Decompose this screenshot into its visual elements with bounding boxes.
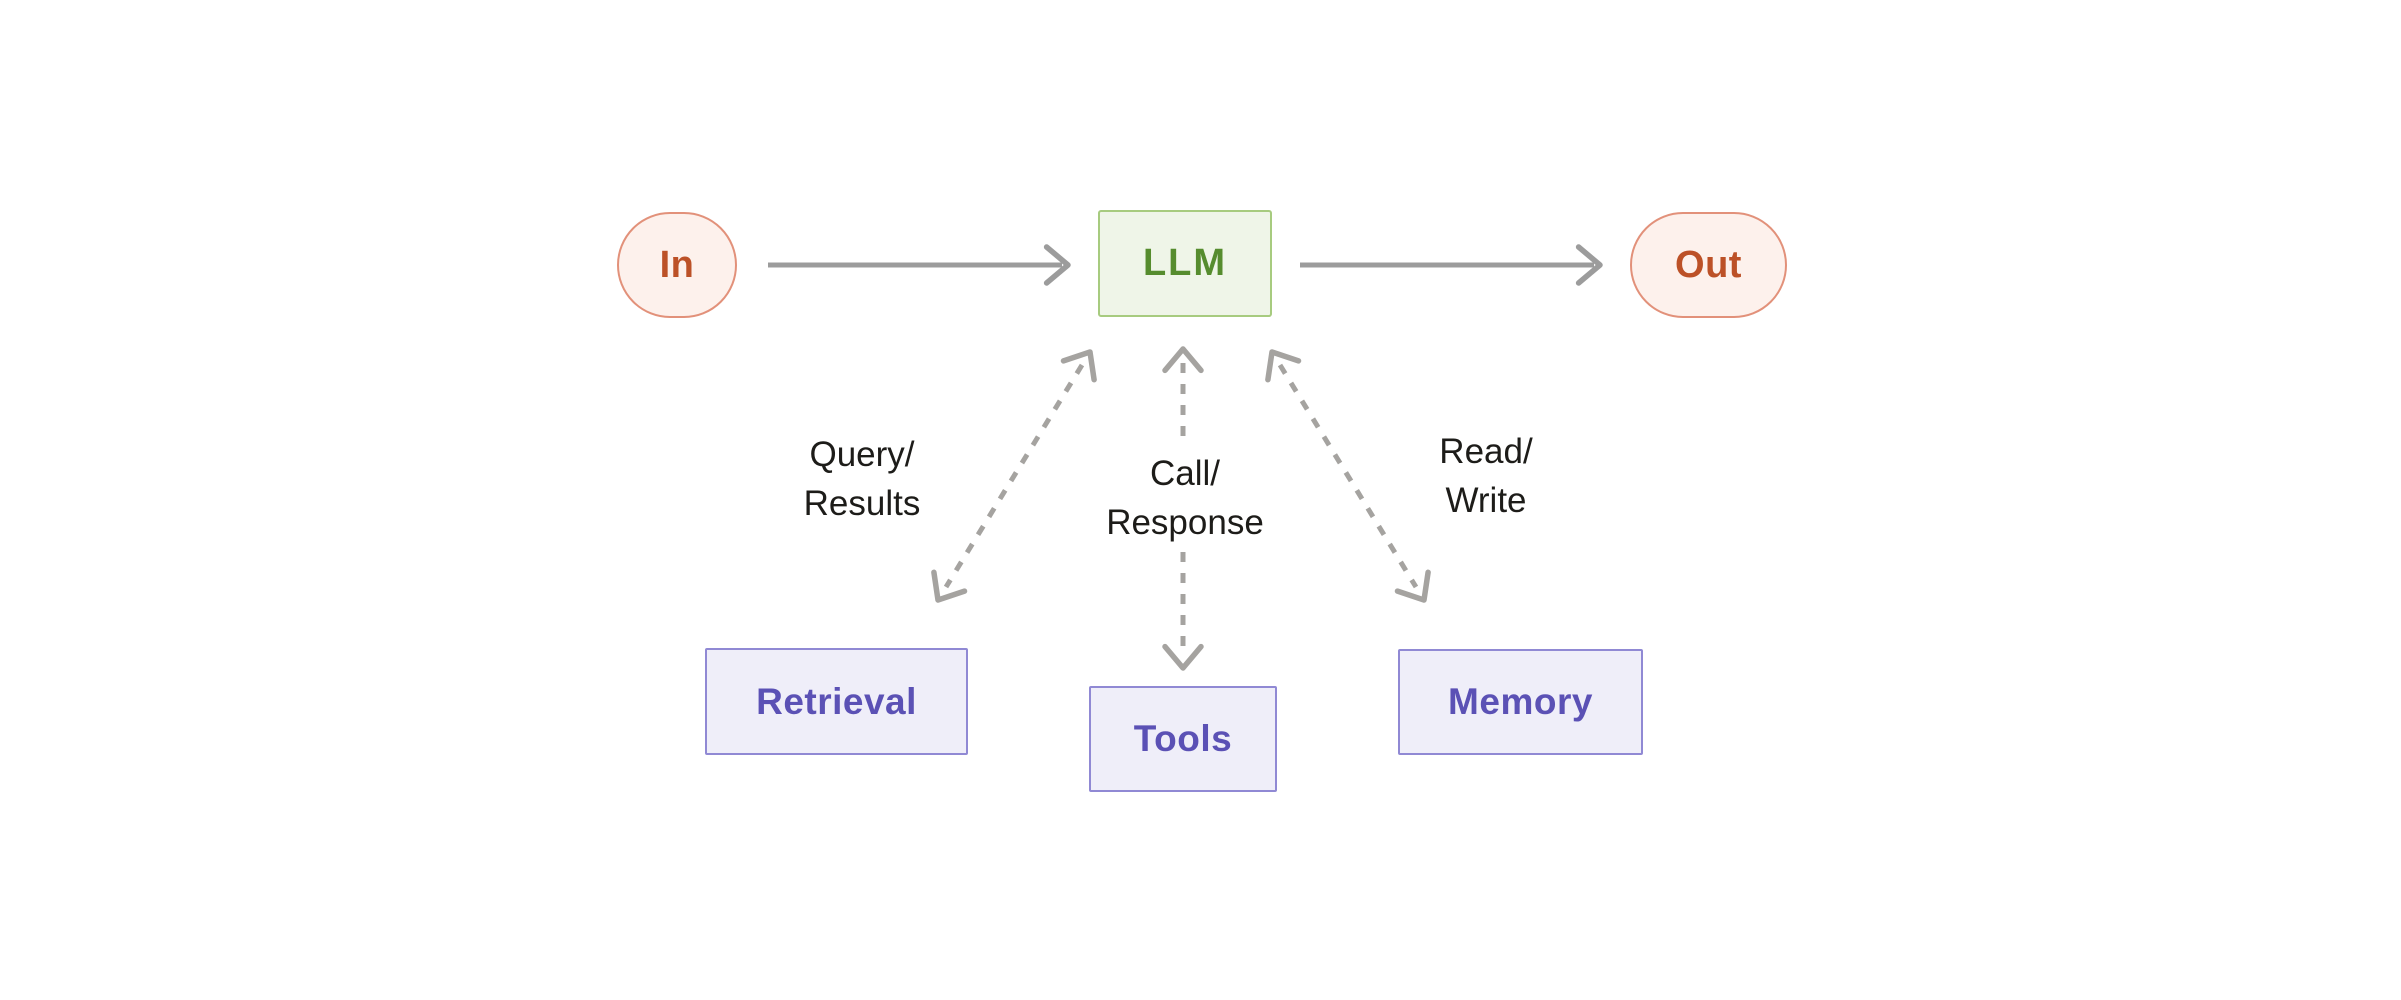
- arrowhead-up-right-icon: [1060, 349, 1097, 383]
- node-input-label: In: [659, 243, 695, 286]
- arrow-llm-tools: [1162, 346, 1204, 671]
- arrowhead-down-right-icon: [1394, 569, 1431, 603]
- node-retrieval-label: Retrieval: [756, 680, 917, 722]
- node-tools-label: Tools: [1133, 718, 1233, 759]
- node-output-label: Out: [1675, 243, 1742, 286]
- arrowhead-right-icon: [1043, 244, 1071, 286]
- edge-label-call-response: Call/ Response: [1096, 447, 1274, 549]
- node-memory: Memory: [1398, 649, 1643, 755]
- arrow-in-to-llm: [768, 244, 1071, 286]
- arrow-llm-retrieval: [931, 349, 1097, 603]
- node-memory-label: Memory: [1448, 681, 1593, 722]
- arrow-llm-to-out: [1300, 244, 1603, 286]
- node-retrieval: Retrieval: [705, 648, 968, 755]
- arrow-llm-memory: [1265, 349, 1431, 603]
- edge-label-query-results: Query/ Results: [793, 428, 931, 530]
- edge-label-read-write: Read/ Write: [1429, 425, 1543, 527]
- node-input: In: [617, 212, 737, 318]
- arrowhead-up-icon: [1162, 346, 1204, 374]
- node-llm-label: LLM: [1142, 242, 1228, 284]
- arrowhead-right-icon: [1575, 244, 1603, 286]
- arrowhead-up-left-icon: [1265, 349, 1302, 383]
- node-tools: Tools: [1089, 686, 1277, 792]
- arrowhead-down-left-icon: [931, 569, 968, 603]
- node-output: Out: [1630, 212, 1787, 318]
- node-llm: LLM: [1098, 210, 1272, 317]
- arrowhead-down-icon: [1162, 643, 1204, 671]
